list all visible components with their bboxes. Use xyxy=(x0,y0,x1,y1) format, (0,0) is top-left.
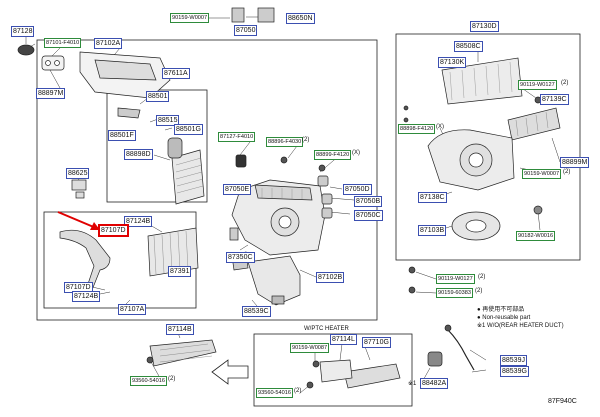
label-87103b[interactable]: 87103B xyxy=(418,225,447,236)
label-87710g[interactable]: 87710G xyxy=(362,337,391,348)
qty-90119-bottom: (2) xyxy=(478,274,486,280)
qty-93560-right: (2) xyxy=(294,388,302,394)
label-88539c[interactable]: 88539C xyxy=(242,306,271,317)
label-93560-54016-left[interactable]: 93560-54016 xyxy=(130,376,167,386)
label-88515[interactable]: 88515 xyxy=(156,115,180,126)
label-87611a[interactable]: 87611A xyxy=(162,68,190,79)
label-87114l[interactable]: 87114L xyxy=(330,334,357,345)
label-87127-f4010[interactable]: 87127-F4010 xyxy=(218,132,256,142)
label-87138c[interactable]: 87138C xyxy=(418,192,447,203)
label-88539g[interactable]: 88539G xyxy=(500,366,529,377)
label-87102a[interactable]: 87102A xyxy=(94,38,123,49)
label-87050e[interactable]: 87050E xyxy=(223,184,252,195)
label-88501g[interactable]: 88501G xyxy=(174,124,203,135)
label-90182-w0016[interactable]: 90182-W0016 xyxy=(516,231,556,241)
label-87114b[interactable]: 87114B xyxy=(166,324,194,335)
highlight-arrow xyxy=(57,211,100,230)
label-88482a[interactable]: 88482A xyxy=(420,378,449,389)
label-90159-w0007-top[interactable]: 90159-W0007 xyxy=(170,13,210,23)
label-87107d-highlighted[interactable]: 87107D xyxy=(98,224,129,237)
label-87050b[interactable]: 87050B xyxy=(354,196,383,207)
label-87391[interactable]: 87391 xyxy=(168,266,192,277)
label-88899-f4120[interactable]: 88899-F4120 xyxy=(314,150,352,160)
legend-non-reusable-en: ● Non-reusable part xyxy=(477,315,531,321)
main-assembly-frame xyxy=(36,39,378,321)
qty-88898: (X) xyxy=(436,124,444,130)
label-88539j[interactable]: 88539J xyxy=(500,355,527,366)
qty-90159-60383: (2) xyxy=(475,288,483,294)
label-87107a[interactable]: 87107A xyxy=(118,304,147,315)
label-90119-w0127-bottom[interactable]: 90119-W0127 xyxy=(436,274,475,284)
label-87050c[interactable]: 87050C xyxy=(354,210,383,221)
label-87101-f4010[interactable]: 87101-F4010 xyxy=(44,38,82,48)
qty-88482a-note: ※1 xyxy=(408,381,417,387)
label-88896-f4030[interactable]: 88896-F4030 xyxy=(266,137,304,147)
legend-non-reusable-jp: ● 再使用不可部品 xyxy=(477,307,525,313)
label-88899m[interactable]: 88899M xyxy=(560,157,590,168)
diagram-code: 87F940C xyxy=(548,398,577,405)
legend: ● 再使用不可部品 ● Non-reusable part ※1 W/O(REA… xyxy=(477,306,564,330)
label-88650n[interactable]: 88650N xyxy=(286,13,315,24)
label-88625[interactable]: 88625 xyxy=(66,168,90,179)
qty-93560-left: (2) xyxy=(168,376,176,382)
label-87050d[interactable]: 87050D xyxy=(343,184,372,195)
label-88898-f4120[interactable]: 88898-F4120 xyxy=(398,124,436,134)
label-90119-w0127-top[interactable]: 90119-W0127 xyxy=(518,80,557,90)
label-93560-54016-right[interactable]: 93560-54016 xyxy=(256,388,293,398)
label-88897m[interactable]: 88897M xyxy=(36,88,66,99)
qty-90119-top: (2) xyxy=(561,80,569,86)
qty-90159-right: (2) xyxy=(563,169,571,175)
part-shapes xyxy=(17,7,561,389)
label-87102b[interactable]: 87102B xyxy=(316,272,345,283)
label-87130k[interactable]: 87130K xyxy=(438,57,467,68)
qty-88896: (2) xyxy=(302,137,310,143)
label-87124b-bottom[interactable]: 87124B xyxy=(72,291,101,302)
direction-arrow xyxy=(211,359,249,385)
qty-88899: (X) xyxy=(352,150,360,156)
blower-unit-frame xyxy=(395,33,581,261)
label-90159-60383[interactable]: 90159-60383 xyxy=(436,288,473,298)
label-87139c[interactable]: 87139C xyxy=(540,94,569,105)
label-87050[interactable]: 87050 xyxy=(234,25,258,36)
label-87128[interactable]: 87128 xyxy=(11,26,35,37)
label-88508c[interactable]: 88508C xyxy=(454,41,483,52)
label-90159-w0007-right[interactable]: 90159-W0007 xyxy=(522,169,562,179)
legend-rear-heater-duct: ※1 W/O(REAR HEATER DUCT) xyxy=(477,323,564,329)
label-88501f[interactable]: 88501F xyxy=(108,130,136,141)
label-87350c[interactable]: 87350C xyxy=(226,252,255,263)
label-88898d[interactable]: 88898D xyxy=(124,149,153,160)
label-87130d[interactable]: 87130D xyxy=(470,21,499,32)
label-90159-w0087[interactable]: 90159-W0087 xyxy=(290,343,330,353)
label-88501[interactable]: 88501 xyxy=(146,91,170,102)
ptc-heater-note: W/PTC HEATER xyxy=(304,326,349,332)
label-87124b-top[interactable]: 87124B xyxy=(124,216,153,227)
